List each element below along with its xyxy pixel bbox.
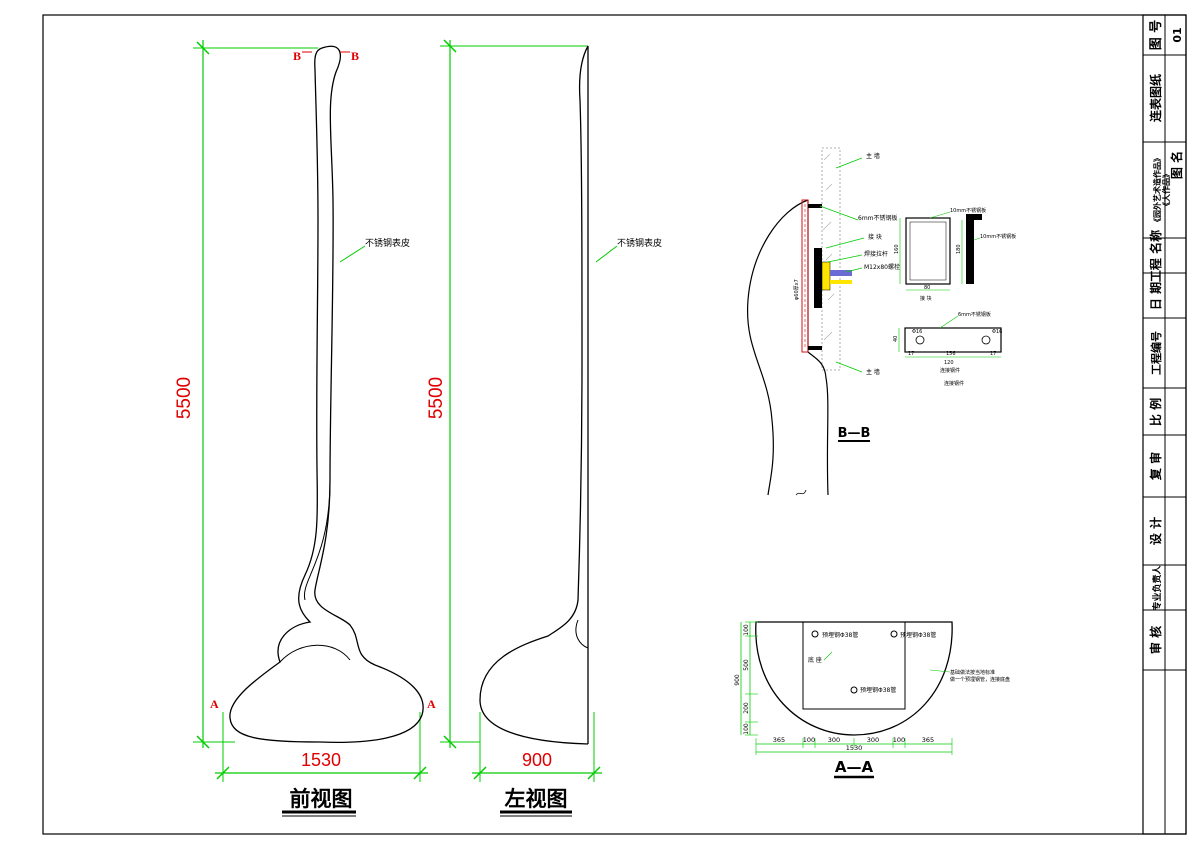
tb-project-no-label: 工程编号 xyxy=(1149,331,1163,375)
title-block: 图 号 01 连表图纸 《园外艺术造作品》 《大作品》 图 名 工程 名称 日 … xyxy=(1142,14,1187,835)
bb-dim-180: 180 xyxy=(956,244,962,254)
front-view-title: 前视图 xyxy=(290,787,353,811)
tb-scale-label: 比 例 xyxy=(1148,398,1163,426)
aa-base-block xyxy=(802,621,906,710)
bb-label-base-plate-caption: 连接钢件 xyxy=(944,380,964,387)
bb-label-main-wall-bottom: 主 墙 xyxy=(866,368,880,376)
bb-detail-connector-label: 接 块 xyxy=(920,295,932,302)
aa-base-outline xyxy=(755,621,953,736)
section-bb-title: B—B xyxy=(838,426,871,441)
tb-drawing-number: 01 xyxy=(1171,27,1184,42)
bb-dim-80: 80 xyxy=(924,285,930,291)
front-view: 5500 1530 不锈钢表皮 B B A A 前视图 xyxy=(174,40,436,817)
section-marker-a-right: A xyxy=(427,697,436,711)
tb-drawing-name: 连表图纸 xyxy=(1148,74,1163,122)
aa-dim-v-total: 900 xyxy=(734,674,741,686)
front-skin-callout: 不锈钢表皮 xyxy=(365,237,410,249)
aa-dim-h-total: 1530 xyxy=(846,744,863,752)
aa-dim-v-1: 100 xyxy=(743,624,750,636)
bb-detail-side-plate xyxy=(966,220,974,284)
front-sculpture-outline xyxy=(229,45,424,743)
bb-label-base-plate: 连接钢件 xyxy=(940,367,960,374)
aa-dim-v-3: 200 xyxy=(743,702,750,714)
tb-design-label: 设 计 xyxy=(1148,517,1163,545)
left-view-title: 左视图 xyxy=(505,787,568,811)
section-marker-b-right: B xyxy=(351,49,359,63)
aa-pipe-label-3: 预埋钢Φ38管 xyxy=(860,686,896,694)
aa-dim-h-5: 100 xyxy=(893,736,905,744)
aa-base-label: 底 座 xyxy=(808,656,822,664)
aa-note-line1: 基础做法按当地标准 xyxy=(950,669,995,676)
bb-label-bolt: M12x80螺栓 xyxy=(864,263,900,271)
aa-dim-v-4: 100 xyxy=(743,723,750,735)
bb-label-plate-6mm-detail: 6mm不锈钢板 xyxy=(958,311,991,318)
bb-label-skin-thickness: φ60厚x7 xyxy=(794,279,800,300)
bb-hole-right: Φ16 xyxy=(992,329,1002,335)
section-aa-title: A—A xyxy=(835,758,874,776)
left-width-dimension: 900 xyxy=(522,750,552,770)
bb-label-plate-10mm-side: 10mm不锈钢板 xyxy=(980,233,1016,240)
aa-dim-h-2: 100 xyxy=(803,736,815,744)
bb-detail-base-plate xyxy=(904,327,1002,353)
aa-note-line2: 做一个预埋钢管，连接底盘 xyxy=(950,676,1010,683)
front-width-dimension: 1530 xyxy=(301,750,341,770)
bb-bracket xyxy=(814,248,822,308)
bb-dim-120: 120 xyxy=(944,360,954,366)
tb-date-label: 日 期 xyxy=(1148,282,1163,310)
section-bb: 主 墙 6mm不锈钢板 接 块 焊接拉杆 M12x80螺栓 φ60厚x7 主 墙… xyxy=(746,147,1016,496)
section-aa: 预埋钢Φ38管 预埋钢Φ38管 预埋钢Φ38管 底 座 基础做法按当地标准 做一… xyxy=(734,621,1010,779)
bb-label-plate-6mm: 6mm不锈钢板 xyxy=(858,214,898,222)
tb-project-name-line2: 《大作品》 xyxy=(1161,170,1171,210)
bb-label-connector: 接 块 xyxy=(868,233,882,241)
section-marker-b-left: B xyxy=(293,49,301,63)
bb-dim-17-right: 17 xyxy=(990,351,996,357)
bb-dim-17-left: 17 xyxy=(908,351,914,357)
bb-label-main-wall: 主 墙 xyxy=(866,152,880,160)
aa-pipe-label-1: 预埋钢Φ38管 xyxy=(822,631,858,639)
aa-dim-v-2: 500 xyxy=(743,659,750,671)
bb-bolt xyxy=(830,270,852,276)
left-view: 5500 900 不锈钢表皮 左视图 xyxy=(426,39,662,817)
bb-dim-40: 40 xyxy=(893,336,899,342)
bb-dim-156: 156 xyxy=(946,351,956,357)
bb-detail-connector xyxy=(905,217,951,285)
tb-drawing-number-label: 图 号 xyxy=(1149,20,1164,51)
left-skin-callout: 不锈钢表皮 xyxy=(617,237,662,249)
bb-label-plate-10mm: 10mm不锈钢板 xyxy=(950,207,986,214)
bb-steel-plate xyxy=(801,199,809,353)
bb-weld-plate xyxy=(821,261,831,291)
aa-pipe-label-2: 预埋钢Φ38管 xyxy=(900,631,936,639)
left-height-dimension: 5500 xyxy=(426,377,447,419)
outer-frame xyxy=(42,14,1187,835)
bb-dim-160: 160 xyxy=(894,244,900,254)
tb-review-label: 复 审 xyxy=(1148,452,1163,481)
tb-audit-label: 审 核 xyxy=(1148,626,1163,654)
tb-lead-label: 专业负责人 xyxy=(1151,565,1163,611)
bb-label-weld: 焊接拉杆 xyxy=(864,250,888,258)
tb-project-name-label: 工程 名称 xyxy=(1148,230,1163,282)
section-marker-a-left: A xyxy=(210,697,219,711)
aa-dim-h-4: 300 xyxy=(867,736,879,744)
bb-skin-outline xyxy=(746,199,809,496)
front-height-dimension: 5500 xyxy=(174,377,195,419)
aa-dim-h-3: 300 xyxy=(828,736,840,744)
aa-dim-h-6: 365 xyxy=(922,736,934,744)
tb-drawing-name-label: 图 名 xyxy=(1169,151,1184,179)
tb-project-name-line1: 《园外艺术造作品》 xyxy=(1152,154,1162,226)
bb-hole-left: Φ16 xyxy=(912,329,922,335)
left-sculpture-outline xyxy=(479,45,589,745)
aa-dim-h-1: 365 xyxy=(773,736,785,744)
